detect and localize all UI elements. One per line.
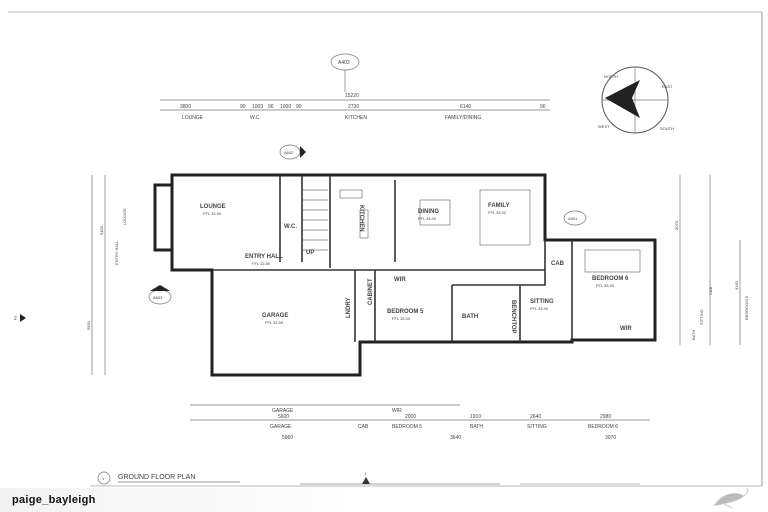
svg-text:BATH: BATH (470, 424, 483, 430)
svg-text:NORTH: NORTH (604, 74, 618, 79)
svg-text:5550: 5550 (86, 320, 91, 330)
svg-text:UP: UP (306, 250, 314, 256)
svg-text:ENTRY HALL: ENTRY HALL (245, 254, 283, 260)
svg-text:GARAGE: GARAGE (270, 424, 292, 430)
svg-text:CAB: CAB (358, 424, 369, 430)
section-marker-a602: A602 (279, 144, 306, 160)
svg-text:90: 90 (540, 104, 546, 110)
svg-text:BEDROOM 6: BEDROOM 6 (592, 276, 629, 282)
svg-text:FFL 33.50: FFL 33.50 (265, 320, 284, 325)
svg-text:FFL 33.50: FFL 33.50 (596, 283, 615, 288)
svg-text:FFL 33.00: FFL 33.00 (418, 216, 437, 221)
svg-text:ENTRY HALL: ENTRY HALL (114, 240, 119, 265)
svg-text:5960: 5960 (282, 435, 293, 441)
svg-text:A403: A403 (338, 60, 350, 66)
left-dimensions: 5400 5550 ENTRY HALL LOUNGE (86, 175, 127, 375)
svg-text:3640: 3640 (450, 435, 461, 441)
shrimp-logo-icon (714, 488, 749, 509)
svg-text:6140: 6140 (460, 104, 471, 110)
plan-title: 1 GROUND FLOOR PLAN (97, 471, 240, 485)
section-marker-a603: A603 (148, 285, 172, 305)
svg-text:CAB: CAB (551, 261, 565, 267)
svg-text:WIR: WIR (392, 408, 402, 414)
svg-text:15220: 15220 (345, 93, 359, 99)
north-arrow-icon: EAST NORTH SOUTH WEST (598, 66, 674, 134)
svg-text:90: 90 (268, 104, 274, 110)
svg-text:2980: 2980 (600, 414, 611, 420)
section-marker-a403: A403 (330, 53, 360, 92)
svg-text:2730: 2730 (348, 104, 359, 110)
svg-text:1: 1 (102, 476, 105, 481)
bottom-dimensions: GARAGE WIR 5600 2000 1910 2640 2980 GARA… (190, 404, 650, 441)
svg-text:FAMILY: FAMILY (488, 203, 509, 209)
svg-text:FFL 33.50: FFL 33.50 (252, 261, 271, 266)
svg-text:KITCHEN: KITCHEN (345, 115, 367, 121)
svg-text:BATH: BATH (462, 314, 478, 320)
svg-text:A602: A602 (284, 150, 294, 155)
svg-text:BENCHTOP: BENCHTOP (510, 300, 516, 334)
svg-text:3070: 3070 (605, 435, 616, 441)
svg-text:2: 2 (14, 316, 17, 322)
svg-text:WIR: WIR (394, 277, 406, 283)
svg-text:GARAGE: GARAGE (262, 313, 288, 319)
svg-text:A601: A601 (568, 216, 578, 221)
svg-text:FFL 33.00: FFL 33.00 (530, 306, 549, 311)
svg-text:CABINET: CABINET (368, 278, 374, 305)
svg-text:5400: 5400 (99, 225, 104, 235)
room-labels: LOUNGE FFL 33.50 W.C. ENTRY HALL FFL 33.… (200, 203, 632, 334)
svg-text:1910: 1910 (470, 414, 481, 420)
photo-caption-bar: paige_bayleigh (0, 488, 768, 512)
svg-text:SITTING: SITTING (530, 299, 554, 305)
svg-text:1003: 1003 (252, 104, 263, 110)
svg-text:W.C.: W.C. (250, 115, 261, 121)
svg-text:90: 90 (296, 104, 302, 110)
svg-text:SITTING: SITTING (699, 309, 704, 325)
svg-text:BATH: BATH (691, 330, 696, 340)
section-marker-2: 2 (14, 314, 26, 322)
svg-text:FAMILY/DINING: FAMILY/DINING (445, 115, 481, 121)
svg-text:EAST: EAST (662, 84, 673, 89)
svg-text:LOUNGE: LOUNGE (122, 208, 127, 225)
svg-text:SITTING: SITTING (527, 424, 547, 430)
svg-text:SOUTH: SOUTH (660, 126, 674, 131)
svg-text:W.C.: W.C. (284, 224, 297, 230)
top-dimensions: 15220 3800 90 1003 90 1000 90 2730 6140 … (160, 93, 550, 121)
svg-text:LOUNGE: LOUNGE (200, 204, 226, 210)
svg-text:FFL 33.50: FFL 33.50 (203, 211, 222, 216)
svg-text:1000: 1000 (280, 104, 291, 110)
svg-text:WEST: WEST (598, 124, 610, 129)
building-walls (153, 173, 657, 377)
username-label[interactable]: paige_bayleigh (12, 494, 96, 506)
svg-text:1: 1 (364, 471, 367, 476)
svg-text:5600: 5600 (278, 414, 289, 420)
svg-text:LNDRY: LNDRY (346, 298, 352, 318)
section-marker-a601: A601 (563, 210, 587, 226)
svg-text:FFL 33.00: FFL 33.00 (392, 316, 411, 321)
svg-text:DINING: DINING (418, 209, 439, 215)
svg-text:BEDROOM 6: BEDROOM 6 (744, 295, 749, 320)
svg-text:2000: 2000 (405, 414, 416, 420)
floor-plan: A403 15220 3800 90 1003 90 1000 90 2730 … (8, 11, 763, 487)
svg-text:FFL 33.02: FFL 33.02 (488, 210, 507, 215)
svg-text:GROUND FLOOR PLAN: GROUND FLOOR PLAN (118, 474, 195, 481)
svg-text:BEDROOM 5: BEDROOM 5 (387, 309, 424, 315)
right-dimensions: 3070 4160 BATH SITTING CAB BEDROOM 6 (674, 175, 749, 345)
svg-text:BEDROOM 6: BEDROOM 6 (588, 424, 618, 430)
svg-text:2640: 2640 (530, 414, 541, 420)
svg-text:LOUNGE: LOUNGE (182, 115, 204, 121)
svg-text:CAB: CAB (708, 286, 713, 295)
svg-text:WIR: WIR (620, 326, 632, 332)
svg-text:4160: 4160 (734, 280, 739, 290)
svg-text:BEDROOM 5: BEDROOM 5 (392, 424, 422, 430)
svg-text:A603: A603 (153, 295, 163, 300)
svg-text:GARAGE: GARAGE (272, 408, 294, 414)
scale-bar: 1 (300, 471, 640, 485)
svg-text:KITCHEN: KITCHEN (358, 205, 364, 232)
svg-text:3800: 3800 (180, 104, 191, 110)
svg-text:90: 90 (240, 104, 246, 110)
svg-text:3070: 3070 (674, 220, 679, 230)
